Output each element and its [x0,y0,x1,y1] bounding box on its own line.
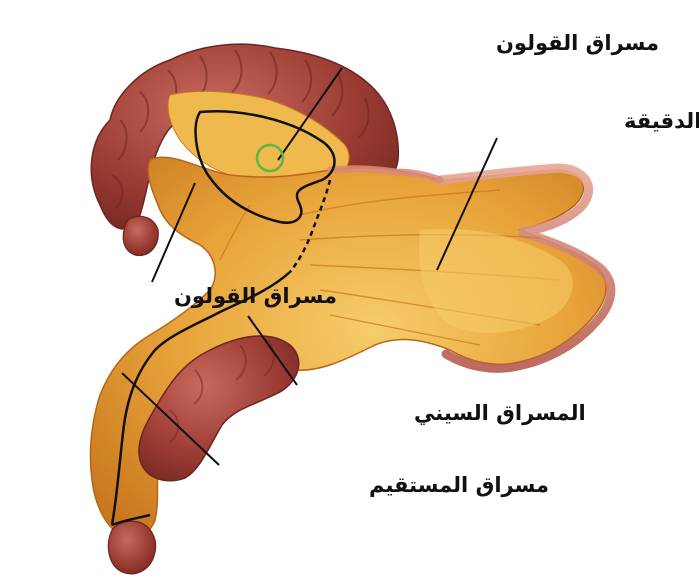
label-sigmoid-mesocolon: المسراق السيني [414,401,586,425]
cecum-bowel [123,216,158,255]
label-transverse-mesocolon: مسراق القولون [496,31,659,55]
label-mesorectum: مسراق المستقيم [369,473,549,497]
label-ascending-mesocolon: مسراق القولون [174,284,337,308]
rectum-bowel [108,521,155,573]
label-small-intestine-mesentery: مسراق الأمعاء الدقيقة [624,107,699,133]
